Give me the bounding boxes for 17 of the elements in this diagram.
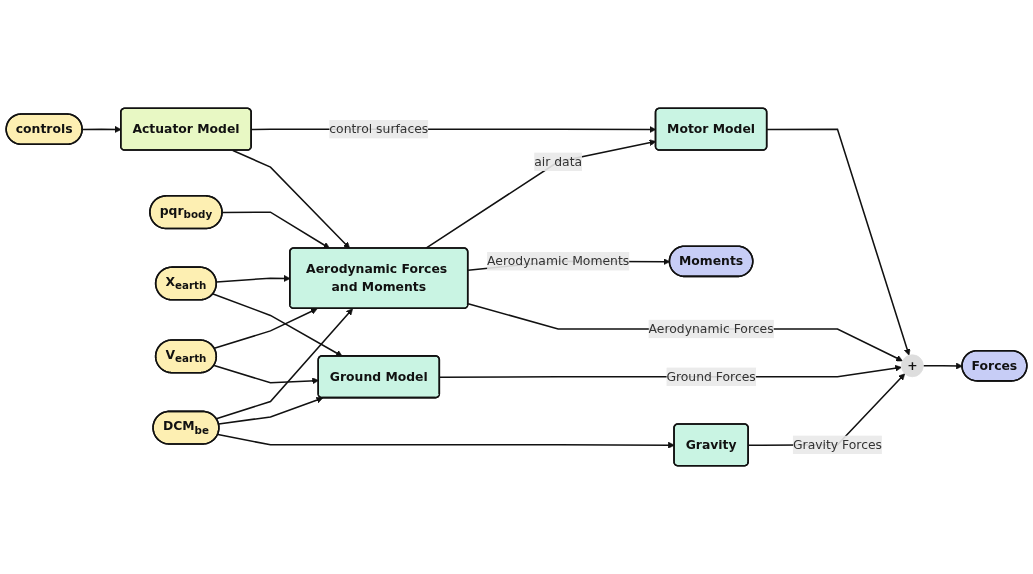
arrow xyxy=(766,128,911,356)
edge-label: Gravity Forces xyxy=(792,437,883,452)
arrow xyxy=(217,433,675,449)
arrow xyxy=(922,362,963,370)
edge-label: Aerodynamic Moments xyxy=(487,253,630,269)
arrow xyxy=(212,293,343,357)
edge-label: control surfaces xyxy=(329,121,429,137)
arrow xyxy=(215,308,353,420)
edge-label: air data xyxy=(534,154,583,169)
arrow xyxy=(213,364,319,385)
node-circle: + xyxy=(901,354,924,378)
edge-label: Aerodynamic Forces xyxy=(648,321,774,336)
arrow xyxy=(213,308,318,350)
arrow xyxy=(217,396,324,425)
edge-label: Ground Forces xyxy=(666,369,756,384)
arrow xyxy=(467,302,903,362)
arrow xyxy=(232,149,351,249)
